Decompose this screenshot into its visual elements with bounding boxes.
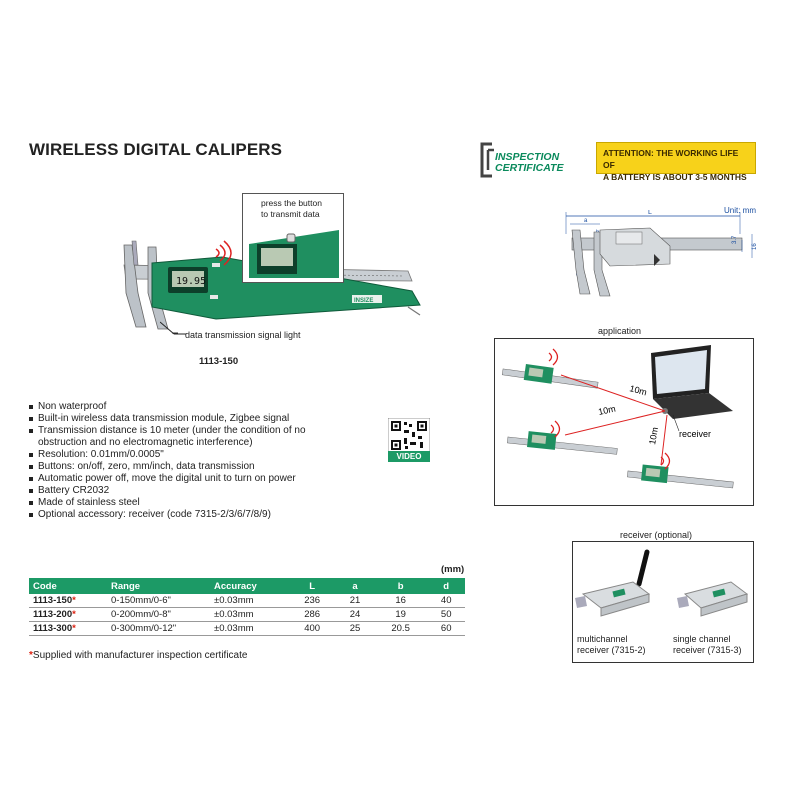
feature-item: obstruction and no electromagnetic inter… xyxy=(38,437,253,448)
feature-item: Non waterproof xyxy=(29,401,306,413)
footnote-star: * xyxy=(29,650,33,661)
dim-L: L xyxy=(648,210,652,216)
unit-label: Unit: mm xyxy=(724,206,756,215)
model-code: 1113-150 xyxy=(199,356,239,367)
attention-line1: ATTENTION: THE WORKING LIFE OF xyxy=(603,148,739,170)
cell-code: 1113-300* xyxy=(29,621,107,636)
feature-item: Battery CR2032 xyxy=(29,485,306,497)
inspection-line2: CERTIFICATE xyxy=(495,162,564,174)
single-line1: single channel xyxy=(673,634,731,644)
cell-range: 0-200mm/0-8" xyxy=(107,607,210,622)
cell-d: 40 xyxy=(427,594,465,608)
cell-range: 0-300mm/0-12" xyxy=(107,621,210,636)
spec-table: Code Range Accuracy L a b d 1113-150* 0-… xyxy=(29,578,465,636)
attention-box: ATTENTION: THE WORKING LIFE OF A BATTERY… xyxy=(596,142,756,182)
cell-d: 60 xyxy=(427,621,465,636)
signal-pointer-icon xyxy=(160,321,186,335)
attention-line2: A BATTERY IS ABOUT 3-5 MONTHS xyxy=(603,172,747,182)
video-qr-code[interactable]: VIDEO xyxy=(387,417,431,463)
cell-accuracy: ±0.03mm xyxy=(210,621,288,636)
button-callout: press the button to transmit data xyxy=(242,193,344,283)
feature-item: Made of stainless steel xyxy=(29,497,306,509)
multichannel-receiver-caption: multichannel receiver (7315-2) xyxy=(577,634,646,656)
receiver-panel: multichannel receiver (7315-2) single ch… xyxy=(572,541,754,663)
inspection-line1: INSPECTION xyxy=(495,151,560,163)
certificate-badge-icon xyxy=(480,142,494,178)
table-row: 1113-200* 0-200mm/0-8" ±0.03mm 286 24 19… xyxy=(29,607,465,622)
cell-accuracy: ±0.03mm xyxy=(210,594,288,608)
application-panel: 10m 10m 10m receiver xyxy=(494,338,754,506)
signal-light-label: data transmission signal light xyxy=(185,330,301,340)
table-row: 1113-150* 0-150mm/0-6" ±0.03mm 236 21 16… xyxy=(29,594,465,608)
receiver-optional-label: receiver (optional) xyxy=(620,530,692,540)
dim-16: 16 xyxy=(752,243,758,250)
table-unit: (mm) xyxy=(441,564,465,575)
cell-accuracy: ±0.03mm xyxy=(210,607,288,622)
cell-b: 20.5 xyxy=(373,621,428,636)
table-row: 1113-300* 0-300mm/0-12" ±0.03mm 400 25 2… xyxy=(29,621,465,636)
col-a: a xyxy=(336,578,374,594)
single-channel-receiver-caption: single channel receiver (7315-3) xyxy=(673,634,742,656)
col-range: Range xyxy=(107,578,210,594)
col-d: d xyxy=(427,578,465,594)
feature-item: Transmission distance is 10 meter (under… xyxy=(29,425,306,437)
cell-code: 1113-200* xyxy=(29,607,107,622)
feature-item: Buttons: on/off, zero, mm/inch, data tra… xyxy=(29,461,306,473)
page-title: WIRELESS DIGITAL CALIPERS xyxy=(29,140,283,159)
cell-L: 236 xyxy=(288,594,337,608)
receiver-devices-icon xyxy=(575,549,749,617)
receiver-optional-text: receiver (optional) xyxy=(620,530,693,540)
receiver-label: receiver xyxy=(679,429,711,439)
cell-a: 24 xyxy=(336,607,374,622)
col-L: L xyxy=(288,578,337,594)
dim-a: a xyxy=(584,218,588,224)
col-code: Code xyxy=(29,578,107,594)
cell-L: 400 xyxy=(288,621,337,636)
table-header-row: Code Range Accuracy L a b d xyxy=(29,578,465,594)
distance-3: 10m xyxy=(647,426,660,445)
dim-3-7: 3.7 xyxy=(732,235,738,244)
feature-list: Non waterproof Built-in wireless data tr… xyxy=(29,401,306,521)
col-b: b xyxy=(373,578,428,594)
brand-mark: INSIZE xyxy=(354,298,373,304)
cell-L: 286 xyxy=(288,607,337,622)
qr-video-label: VIDEO xyxy=(396,452,422,461)
inspection-certificate-logo: INSPECTION CERTIFICATE xyxy=(478,140,578,180)
distance-2: 10m xyxy=(597,404,616,417)
display-value: 19.95 xyxy=(176,276,206,287)
feature-item: Built-in wireless data transmission modu… xyxy=(29,413,306,425)
multi-line2: receiver (7315-2) xyxy=(577,645,646,655)
col-accuracy: Accuracy xyxy=(210,578,288,594)
distance-1: 10m xyxy=(628,383,648,397)
footnote: *Supplied with manufacturer inspection c… xyxy=(29,650,247,661)
cell-b: 16 xyxy=(373,594,428,608)
qr-code-icon xyxy=(387,417,431,463)
single-line2: receiver (7315-3) xyxy=(673,645,742,655)
button-closeup-icon xyxy=(249,230,339,278)
feature-item: Resolution: 0.01mm/0.0005" xyxy=(29,449,306,461)
cell-a: 25 xyxy=(336,621,374,636)
dimension-diagram-icon: L a b d 3.7 16 xyxy=(565,210,758,297)
multi-line1: multichannel xyxy=(577,634,628,644)
application-illustration-icon: 10m 10m 10m receiver xyxy=(501,345,734,489)
cell-code: 1113-150* xyxy=(29,594,107,608)
footnote-text: Supplied with manufacturer inspection ce… xyxy=(32,650,248,661)
cell-d: 50 xyxy=(427,607,465,622)
feature-item: Optional accessory: receiver (code 7315-… xyxy=(29,509,306,521)
application-label: application xyxy=(598,326,642,336)
callout-line2: to transmit data xyxy=(261,209,320,219)
callout-line1: press the button xyxy=(261,198,322,208)
cell-a: 21 xyxy=(336,594,374,608)
feature-item: Automatic power off, move the digital un… xyxy=(29,473,306,485)
cell-range: 0-150mm/0-6" xyxy=(107,594,210,608)
cell-b: 19 xyxy=(373,607,428,622)
